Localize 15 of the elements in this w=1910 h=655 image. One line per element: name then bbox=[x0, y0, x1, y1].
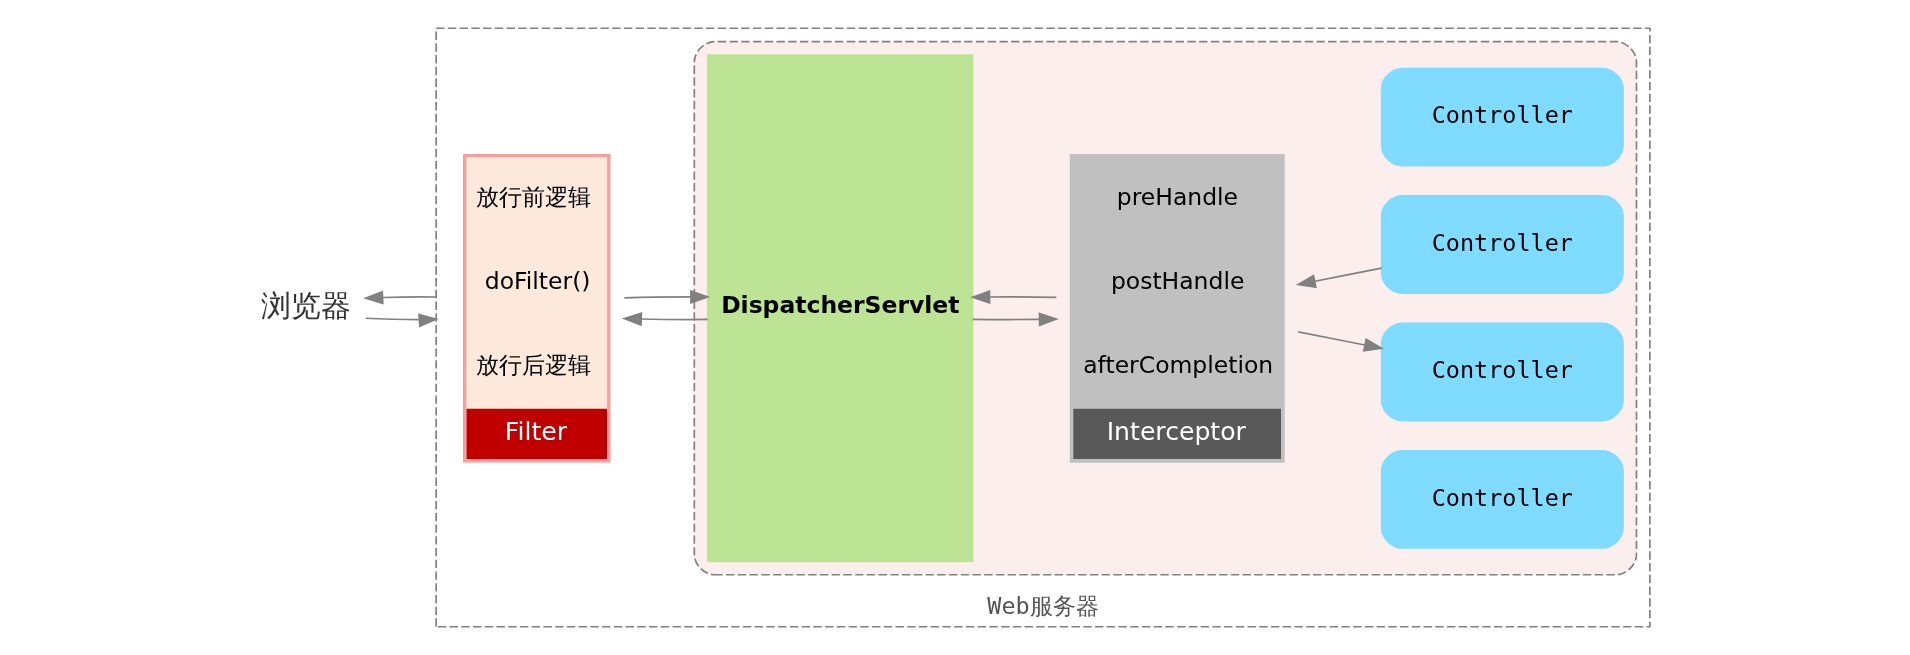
node-box: DispatcherServlet bbox=[706, 54, 974, 563]
node-box: Controller bbox=[1380, 195, 1624, 294]
node-box: Controller bbox=[1380, 67, 1624, 167]
arrow bbox=[970, 289, 1058, 304]
cluster bbox=[693, 40, 1638, 576]
arrow bbox=[971, 312, 1059, 327]
node-box: Controller bbox=[1380, 322, 1624, 422]
arrow bbox=[1297, 331, 1384, 352]
node-box: Controller bbox=[1380, 449, 1624, 549]
arrow bbox=[363, 290, 437, 305]
arrow bbox=[1295, 267, 1383, 289]
arrow bbox=[623, 289, 711, 304]
node-text: 浏览器 bbox=[261, 287, 352, 323]
arrow bbox=[621, 312, 709, 327]
arrow bbox=[364, 313, 439, 328]
